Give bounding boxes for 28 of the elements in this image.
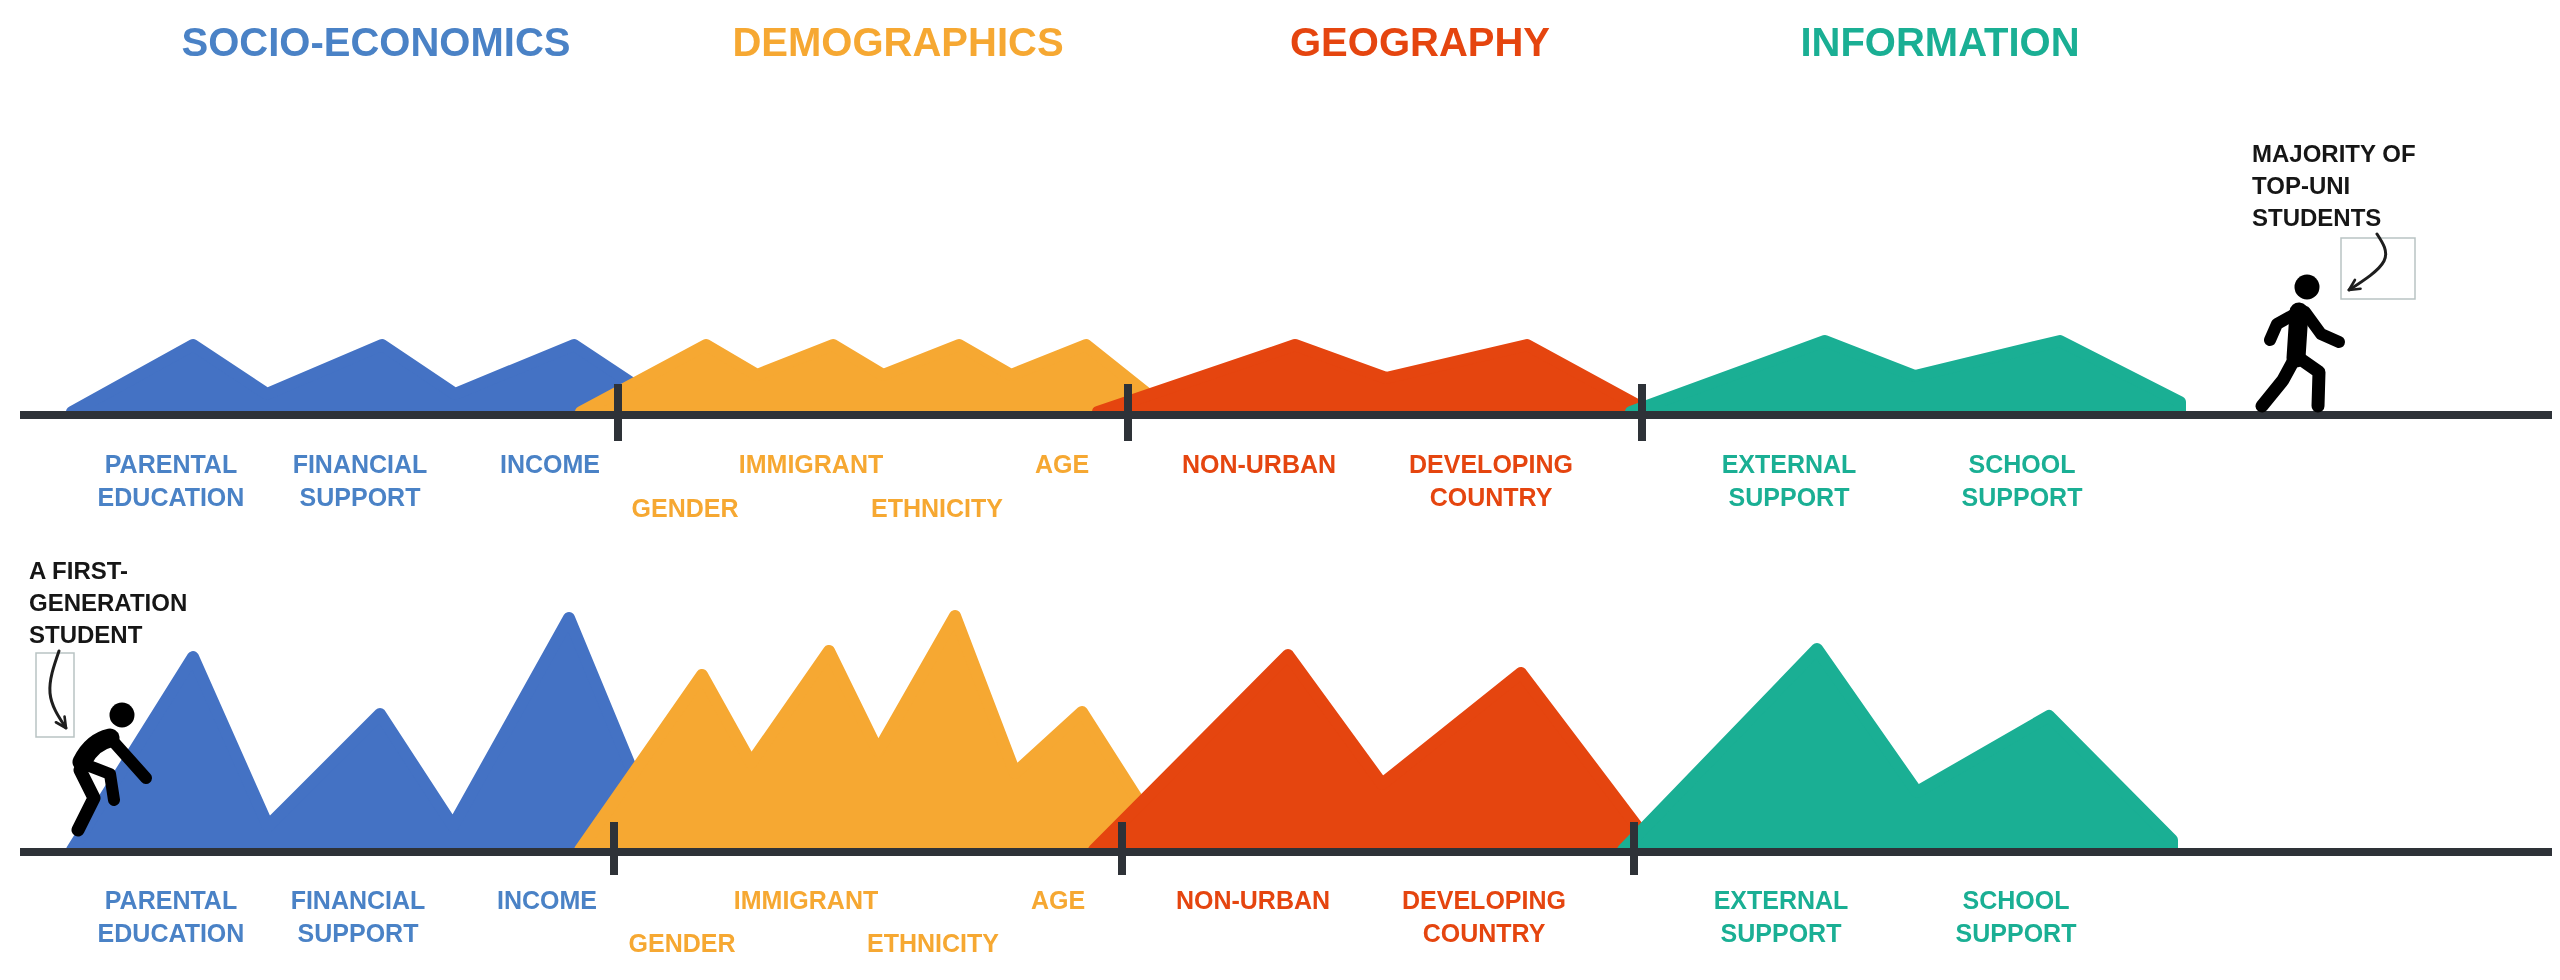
factor-label: GENDER [631, 493, 739, 524]
factor-label: NON-URBAN [1181, 449, 1337, 480]
factor-label: EXTERNAL SUPPORT [1712, 885, 1850, 949]
factor-label: FINANCIAL SUPPORT [289, 885, 427, 949]
factor-label: IMMIGRANT [733, 885, 879, 916]
factor-label: SCHOOL SUPPORT [1954, 885, 2078, 949]
category-heading: INFORMATION [1800, 19, 2080, 65]
factor-label: INCOME [497, 885, 597, 916]
factor-label: DEVELOPING COUNTRY [1408, 449, 1574, 513]
category-heading: SOCIO-ECONOMICS [181, 19, 571, 65]
factor-label: PARENTAL EDUCATION [96, 449, 246, 513]
caption-text: MAJORITY OF TOP-UNI STUDENTS [2252, 138, 2428, 234]
factor-label: FINANCIAL SUPPORT [291, 449, 429, 513]
factor-label: NON-URBAN [1175, 885, 1331, 916]
factor-label: PARENTAL EDUCATION [96, 885, 246, 949]
factor-label: EXTERNAL SUPPORT [1720, 449, 1858, 513]
caption-text: A FIRST-GENERATION STUDENT [29, 555, 205, 651]
factor-label: GENDER [628, 928, 736, 959]
factor-label: IMMIGRANT [738, 449, 884, 480]
factor-label: ETHNICITY [867, 928, 999, 959]
factor-label: SCHOOL SUPPORT [1960, 449, 2084, 513]
factor-label: DEVELOPING COUNTRY [1401, 885, 1567, 949]
category-heading: GEOGRAPHY [1290, 19, 1550, 65]
factor-label: INCOME [500, 449, 600, 480]
factor-label: ETHNICITY [871, 493, 1003, 524]
factor-label: AGE [1030, 885, 1086, 916]
factor-label: AGE [1034, 449, 1090, 480]
category-heading: DEMOGRAPHICS [732, 19, 1064, 65]
